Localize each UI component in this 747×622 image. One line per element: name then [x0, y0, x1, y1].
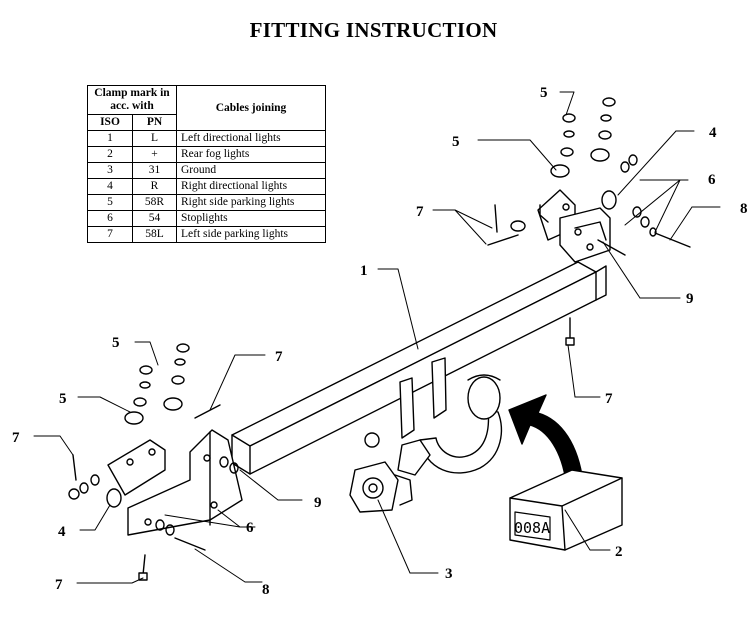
tow-ball-hook — [364, 374, 503, 476]
hook-mount-plates — [399, 357, 447, 439]
left-bracket — [107, 429, 243, 536]
callout-1: 1 — [360, 263, 368, 279]
install-arrow — [508, 394, 584, 483]
callout-7-left-bottom: 7 — [55, 577, 63, 593]
header-clamp-mark: Clamp mark in acc. with — [87, 85, 177, 115]
right-bracket — [537, 189, 611, 263]
code-plate-text: 008A — [514, 519, 550, 537]
cable-cell: Left side parking lights — [176, 226, 326, 243]
callout-3: 3 — [445, 566, 453, 582]
cable-cell: Stoplights — [176, 210, 326, 227]
callout-8-right: 8 — [740, 201, 747, 217]
callout-5-mid-left: 5 — [59, 391, 67, 407]
callout-9-right: 9 — [686, 291, 694, 307]
callout-6-left: 6 — [246, 520, 254, 536]
electrical-socket-plate — [349, 461, 413, 513]
callout-6-right: 6 — [708, 172, 716, 188]
callout-7-left-side: 7 — [12, 430, 20, 446]
callout-7-left-top: 7 — [275, 349, 283, 365]
wiring-table: Clamp mark in acc. with Cables joining I… — [87, 85, 326, 243]
callout-2: 2 — [615, 544, 623, 560]
header-pn: PN — [132, 114, 177, 131]
cross-beam — [231, 261, 607, 475]
cable-cell: Right directional lights — [176, 178, 326, 195]
leader-lines — [33, 91, 721, 584]
cable-cell: Right side parking lights — [176, 194, 326, 211]
callout-7-right-bolts: 7 — [416, 204, 424, 220]
pn-cell: 58R — [132, 194, 177, 211]
page-title: FITTING INSTRUCTION — [249, 18, 498, 42]
header-cables-joining: Cables joining — [176, 85, 326, 131]
left-fasteners — [68, 343, 239, 581]
callout-9-left: 9 — [314, 495, 322, 511]
code-plate — [509, 469, 623, 551]
right-fasteners — [487, 97, 691, 346]
callout-4-right: 4 — [709, 125, 717, 141]
callout-5-top-left: 5 — [112, 335, 120, 351]
callout-7-right-lower: 7 — [605, 391, 613, 407]
callout-8-left: 8 — [262, 582, 270, 598]
callout-5-mid-right: 5 — [452, 134, 460, 150]
callout-5-top-right: 5 — [540, 85, 548, 101]
callout-4-left: 4 — [58, 524, 66, 540]
